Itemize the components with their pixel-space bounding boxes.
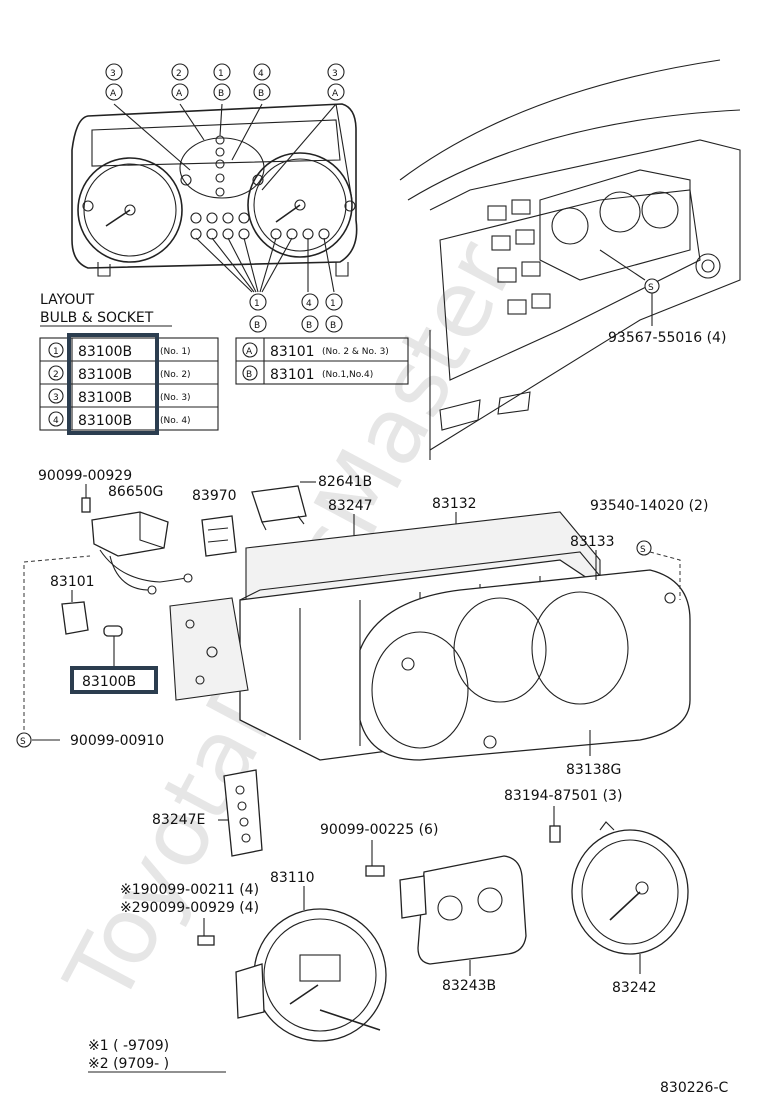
label-83247: 83247 [328,498,373,514]
callout-1-B-low-a: 1 B [249,293,267,333]
callout-2-A: 2 A [171,63,189,101]
label-93567-55016: 93567-55016 (4) [608,330,726,346]
dashboard-view: S 93567-55016 (4) [399,59,741,460]
label-83243B: 83243B [442,978,496,994]
label-93540-14020: 93540-14020 (2) [590,498,708,514]
svg-text:B: B [246,370,252,380]
lower-parts: 83247E 83194-87501 (3) 90099-00225 (6) 8… [120,769,689,1042]
svg-text:83100B: 83100B [78,413,132,429]
svg-text:A: A [110,89,117,99]
svg-text:83101: 83101 [270,367,315,383]
svg-text:3: 3 [110,69,116,79]
callout-3-A-left: 3 A [105,63,123,101]
svg-text:B: B [258,89,264,99]
label-83194-87501: 83194-87501 (3) [504,788,622,804]
label-90099-00910: 90099-00910 [70,733,164,749]
svg-text:4: 4 [53,416,59,426]
svg-text:B: B [254,321,260,331]
svg-text:1: 1 [254,299,260,309]
bulb-row-2: 2 83100B (No. 2) [48,365,191,383]
footnote-2: ※2 (9709- ) [88,1056,169,1072]
svg-text:2: 2 [53,370,59,380]
socket-table: A 83101 (No. 2 & No. 3) B 83101 (No.1,No… [235,337,409,385]
socket-row-A: A 83101 (No. 2 & No. 3) [242,342,389,360]
layout-subtitle: BULB & SOCKET [40,310,154,326]
svg-text:3: 3 [53,393,59,403]
label-note2: ※290099-00929 (4) [120,900,259,916]
svg-text:(No. 2): (No. 2) [160,370,191,380]
svg-text:(No. 3): (No. 3) [160,393,191,403]
svg-text:S: S [648,283,654,293]
label-83133: 83133 [570,534,615,550]
callout-1-B-low-b: 1 B [325,293,343,333]
svg-text:A: A [332,89,339,99]
svg-text:83100B: 83100B [78,367,132,383]
svg-text:(No. 2 & No. 3): (No. 2 & No. 3) [322,347,389,357]
svg-text:A: A [176,89,183,99]
diagram-code: 830226-C [660,1080,728,1096]
svg-text:83101: 83101 [270,344,315,360]
bulb-row-4: 4 83100B (No. 4) [48,411,191,429]
layout-title: LAYOUT [40,292,95,308]
bulb-row-1: 1 83100B (No. 1) [48,342,191,360]
svg-text:A: A [246,347,253,357]
svg-text:B: B [306,321,312,331]
bulb-part-highlight [67,333,159,435]
bulb-row-3: 3 83100B (No. 3) [48,388,191,406]
socket-row-B: B 83101 (No.1,No.4) [242,365,373,383]
svg-text:(No. 1): (No. 1) [160,347,191,357]
label-note1: ※190099-00211 (4) [120,882,259,898]
svg-text:3: 3 [332,69,338,79]
exploded-assembly: 90099-00929 86650G 83970 82641B 83247 83… [16,468,708,778]
label-83110: 83110 [270,870,315,886]
svg-text:83100B: 83100B [78,344,132,360]
callout-4-B-low: 4 B [301,293,319,333]
svg-text:S: S [640,545,646,555]
callout-1-B-top: 1 B [213,63,231,101]
svg-text:B: B [218,89,224,99]
callout-3-A-right: 3 A [327,63,345,101]
footnote-1: ※1 ( -9709) [88,1038,169,1054]
label-83247E: 83247E [152,812,205,828]
label-90099-00225: 90099-00225 (6) [320,822,438,838]
svg-text:1: 1 [218,69,224,79]
lower-callouts: 1 B 4 B 1 B [249,293,343,333]
svg-text:(No.1,No.4): (No.1,No.4) [322,370,373,380]
socket-grid [190,212,330,240]
svg-text:B: B [330,321,336,331]
label-83101: 83101 [50,574,95,590]
top-callouts: 3 A 2 A 1 B 4 B 3 A [105,63,345,101]
bulb-part-highlight-2 [70,666,158,694]
bulb-table: 1 83100B (No. 1) 2 83100B (No. 2) 3 8310… [39,333,219,435]
label-83100B: 83100B [82,674,136,690]
label-83242: 83242 [612,980,657,996]
svg-text:4: 4 [306,299,312,309]
svg-text:1: 1 [330,299,336,309]
label-83970: 83970 [192,488,237,504]
label-83138G: 83138G [566,762,621,778]
label-86650G: 86650G [108,484,163,500]
svg-text:83100B: 83100B [78,390,132,406]
cluster-face-diagram [71,103,358,293]
svg-text:4: 4 [258,69,264,79]
svg-text:1: 1 [53,347,59,357]
label-82641B: 82641B [318,474,372,490]
svg-text:2: 2 [176,69,182,79]
svg-text:(No. 4): (No. 4) [160,416,191,426]
label-90099-00929: 90099-00929 [38,468,132,484]
label-83132: 83132 [432,496,477,512]
callout-4-B-top: 4 B [253,63,271,101]
svg-text:S: S [20,737,26,747]
